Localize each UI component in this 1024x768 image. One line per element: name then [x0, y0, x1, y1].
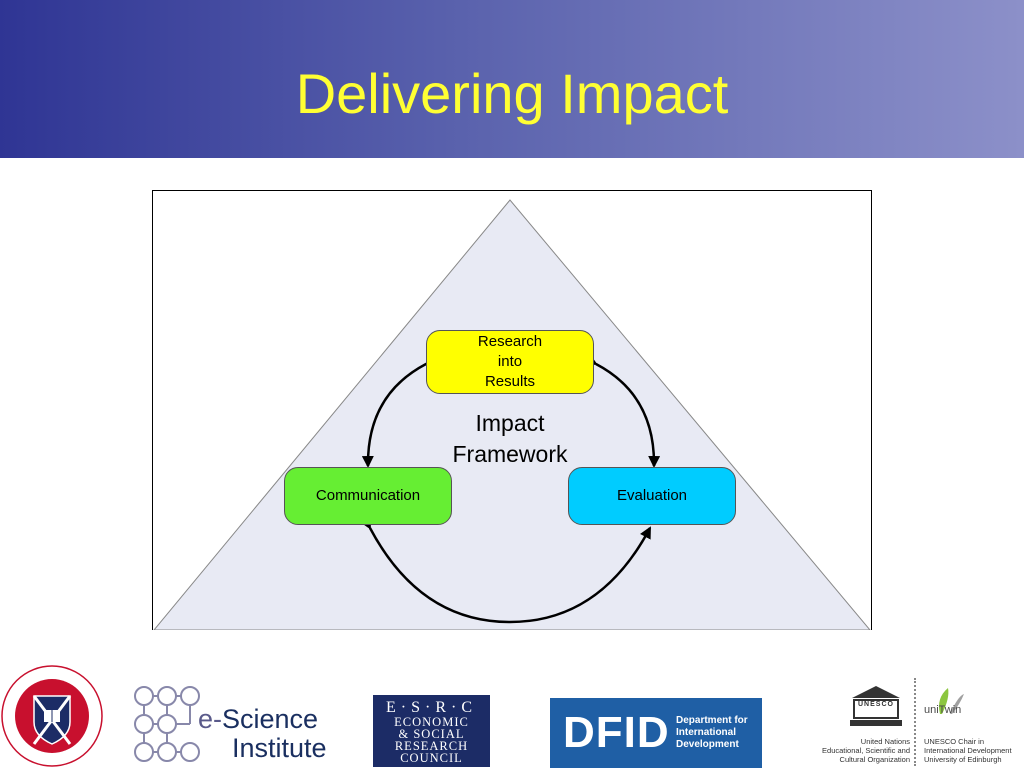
node-communication: Communication: [284, 467, 452, 525]
escience-word1: Science: [222, 704, 319, 734]
escience-grid-icon: [134, 686, 200, 762]
esrc-logo: E·S·R·C ECONOMIC & SOCIAL RESEARCH COUNC…: [373, 695, 490, 767]
esrc-acronym: E·S·R·C: [386, 699, 477, 716]
unitwin-icon: [939, 688, 964, 714]
unesco-left-text: United Nations Educational, Scientific a…: [822, 737, 910, 764]
node-evaluation-label: Evaluation: [616, 487, 688, 504]
node-research-into-results: Research into Results: [426, 330, 594, 394]
esrc-line2: ECONOMIC: [394, 715, 469, 729]
escience-word2: Institute: [232, 733, 327, 763]
escience-logo-text: e-Science Institute: [198, 705, 327, 763]
dfid-subtitle: Department for International Development: [676, 715, 748, 750]
impact-framework-label: Impact Framework: [452, 410, 568, 467]
arrow-communication-evaluation: [360, 516, 652, 624]
unesco-right-text: UNESCO Chair in International Developmen…: [924, 737, 1012, 764]
title-banner: [0, 0, 1024, 158]
unitwin-label: uniTwin: [924, 704, 962, 716]
dfid-name: DFID: [563, 708, 670, 757]
esrc-line4: RESEARCH: [394, 739, 469, 753]
arrow-research-communication: [361, 354, 438, 468]
esrc-line5: COUNCIL: [400, 751, 463, 765]
esrc-line3: & SOCIAL: [398, 727, 465, 741]
node-communication-label: Communication: [315, 487, 421, 504]
node-evaluation: Evaluation: [568, 467, 736, 525]
dfid-logo: DFID Department for International Develo…: [550, 698, 762, 768]
unesco-temple-icon: [850, 686, 902, 726]
escience-prefix: e-: [198, 704, 223, 734]
unesco-divider: [914, 678, 916, 766]
edinburgh-logo: [1, 665, 103, 767]
node-research-label: Research into Results: [477, 333, 543, 390]
slide-title: Delivering Impact: [295, 62, 729, 125]
arrow-research-evaluation: [584, 354, 661, 468]
unesco-label: UNESCO: [858, 701, 894, 708]
